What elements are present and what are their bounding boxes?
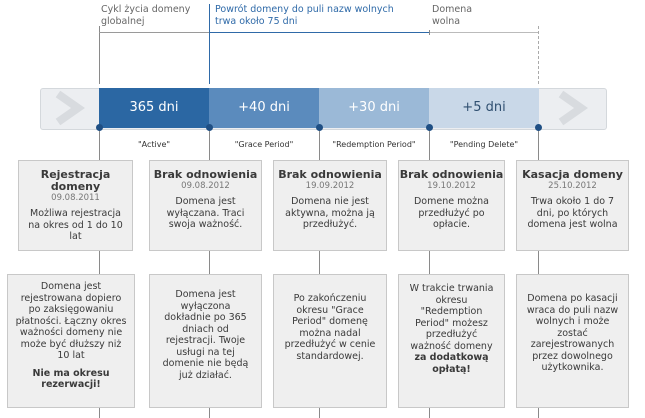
lifecycle-label: Cykl życia domeny globalnej <box>101 4 191 27</box>
stage-date: 09.08.2011 <box>51 193 100 203</box>
stage-title: Brak odnowienia <box>278 168 382 181</box>
detail-card-registration: Domena jest rejestrowana dopiero po zaks… <box>7 274 135 408</box>
lifecycle-start-line <box>99 26 100 84</box>
lifecycle-span-line <box>99 32 209 33</box>
right-chevron-icon <box>558 90 588 126</box>
stage-title: Brak odnowienia <box>153 168 258 181</box>
stage-description: Domene można przedłużyć po opłacie. <box>413 196 489 230</box>
stage-date: 19.09.2012 <box>305 181 355 191</box>
left-chevron-icon <box>55 90 85 126</box>
stage-date: 19.10.2012 <box>427 181 476 191</box>
free-end-line <box>538 26 539 84</box>
stage-card-registration: Rejestracja domeny 09.08.2011 Możliwa re… <box>18 160 133 251</box>
stage-card-deletion: Kasacja domeny 25.10.2012 Trwa około 1 d… <box>516 160 629 251</box>
period-active-label: "Active" <box>137 140 171 149</box>
stage-card-grace-end: Brak odnowienia 19.09.2012 Domena nie je… <box>273 160 387 251</box>
segment-grace: +40 dni <box>209 88 319 128</box>
connector-3 <box>319 128 320 418</box>
period-grace-label: "Grace Period" <box>234 140 294 149</box>
stage-description: Możliwa rejestracja na okres od 1 do 10 … <box>28 208 123 242</box>
detail-text: Domena jest wyłączona dokładnie po 365 d… <box>162 289 249 381</box>
detail-text: Domena jest rejestrowana dopiero po zaks… <box>15 281 127 361</box>
detail-bold-text: Nie ma okresu rezerwacji! <box>32 367 110 391</box>
stage-description: Domena jest wyłączana. Traci swoja ważno… <box>166 196 245 230</box>
stage-description: Domena nie jest aktywna, można ją przedł… <box>285 196 375 230</box>
detail-bold-text: za dodatkową opłatą! <box>414 352 489 375</box>
segment-redemption: +30 dni <box>319 88 429 128</box>
return-start-line <box>209 4 210 84</box>
detail-card-expiry: Domena jest wyłączona dokładnie po 365 d… <box>149 274 262 408</box>
stage-title: Rejestracja domeny <box>40 168 111 193</box>
connector-2 <box>209 128 210 418</box>
stage-date: 09.08.2012 <box>181 181 230 191</box>
connector-4 <box>429 128 430 418</box>
domain-free-label: Domena wolna <box>432 4 473 27</box>
stage-title: Brak odnowienia <box>399 168 504 181</box>
detail-text: W trakcie trwania okresu "Redemption Per… <box>409 283 494 352</box>
stage-date: 25.10.2012 <box>548 181 597 191</box>
connector-1 <box>99 128 100 418</box>
stage-description: Trwa około 1 do 7 dni, po których domena… <box>527 196 618 230</box>
return-span-line <box>209 32 429 33</box>
milestone-dot <box>206 124 213 131</box>
segment-pending: +5 dni <box>429 88 539 128</box>
detail-text: Po zakończeniu okresu "Grace Period" dom… <box>284 293 376 362</box>
milestone-dot <box>316 124 323 131</box>
stage-card-redemption-end: Brak odnowienia 19.10.2012 Domene można … <box>398 160 505 251</box>
milestone-dot <box>535 124 542 131</box>
detail-card-redemption: W trakcie trwania okresu "Redemption Per… <box>398 274 505 408</box>
return-end-tick <box>429 30 430 35</box>
stage-title: Kasacja domeny <box>522 168 623 181</box>
segment-active: 365 dni <box>99 88 209 128</box>
period-redemption-label: "Redemption Period" <box>332 140 416 149</box>
return-period-label: Powrót domeny do puli nazw wolnych trwa … <box>215 4 394 27</box>
milestone-dot <box>426 124 433 131</box>
stage-card-expiry: Brak odnowienia 09.08.2012 Domena jest w… <box>149 160 262 251</box>
free-span-line <box>429 32 539 33</box>
connector-5 <box>538 128 539 418</box>
period-pending-label: "Pending Delete" <box>449 140 519 149</box>
detail-text: Domena po kasacji wraca do puli nazw wol… <box>526 293 619 373</box>
detail-card-grace: Po zakończeniu okresu "Grace Period" dom… <box>273 274 387 408</box>
detail-card-deletion: Domena po kasacji wraca do puli nazw wol… <box>516 274 629 408</box>
milestone-dot <box>96 124 103 131</box>
